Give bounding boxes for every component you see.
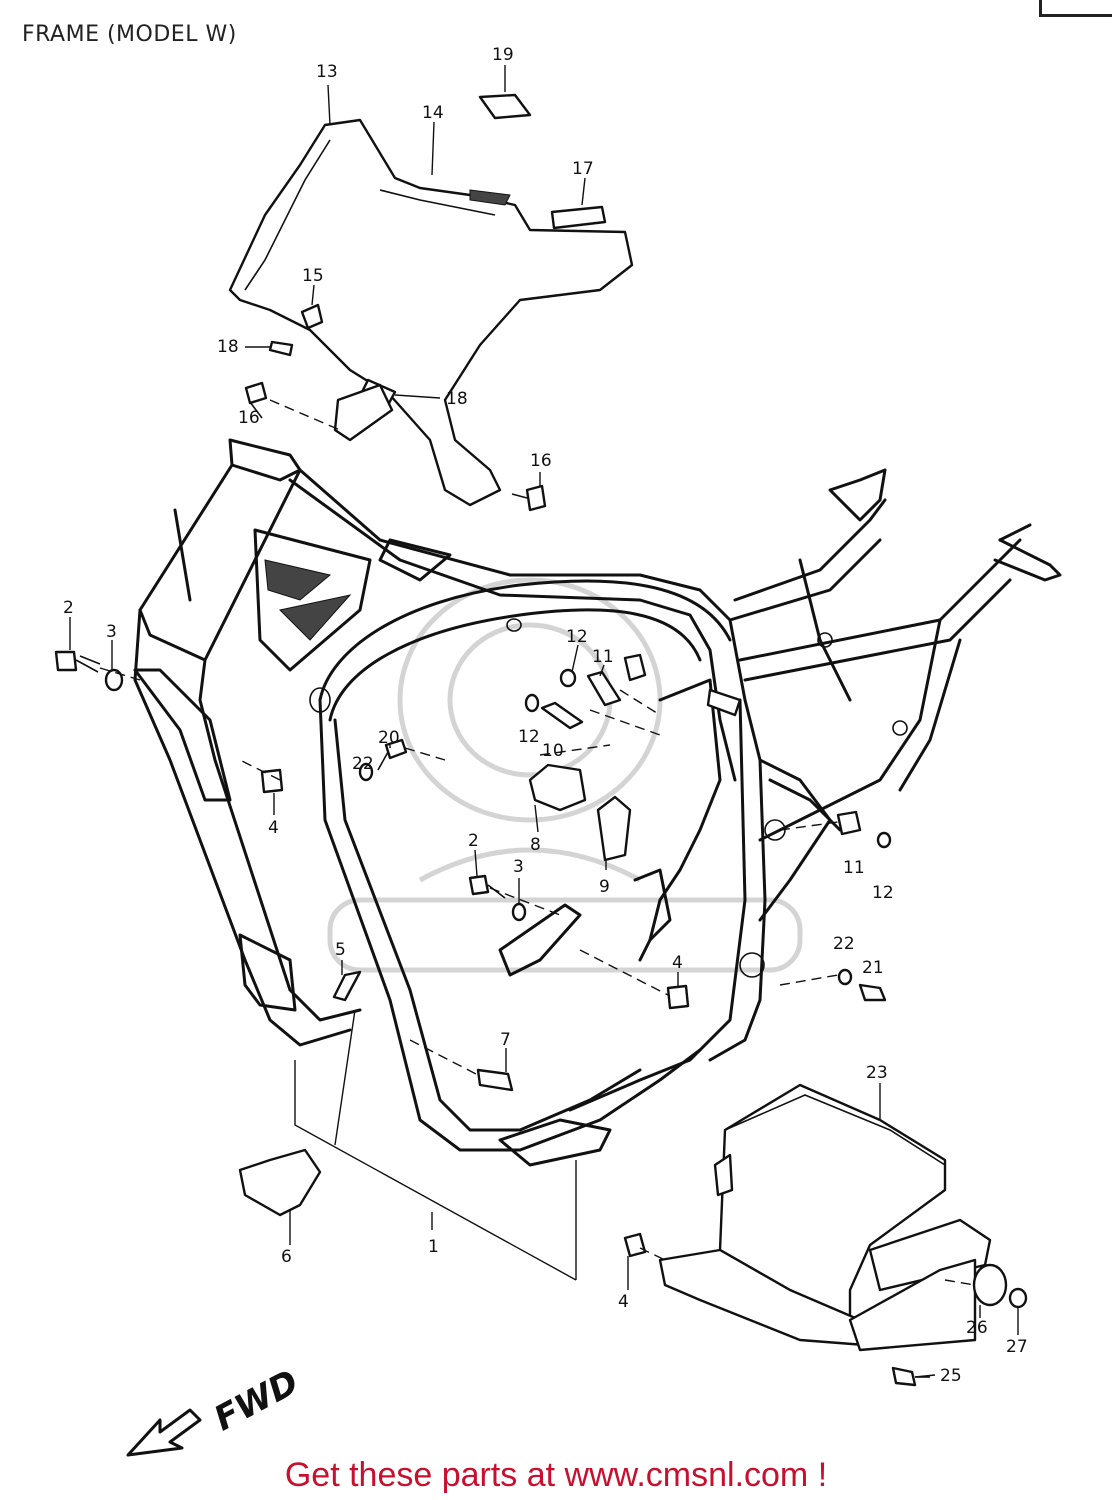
callout-13: 13	[316, 62, 338, 82]
callout-26: 26	[966, 1318, 988, 1338]
callout-11b: 11	[843, 858, 865, 878]
callout-7: 7	[500, 1030, 511, 1050]
callout-20: 20	[378, 728, 400, 748]
callout-16b: 16	[530, 451, 552, 471]
callout-19: 19	[492, 45, 514, 65]
callout-11: 11	[592, 647, 614, 667]
callout-25: 25	[940, 1366, 962, 1386]
callout-12: 12	[566, 627, 588, 647]
callout-14: 14	[422, 103, 444, 123]
part-callouts: 13 19 14 17 15 18 18 16 16 2 3 12 11 12 …	[63, 45, 1028, 1386]
callout-24: 4	[618, 1292, 629, 1312]
emblem-19	[478, 93, 532, 120]
callout-15: 15	[302, 266, 324, 286]
callout-12c: 12	[872, 883, 894, 903]
callout-3b: 3	[513, 857, 524, 877]
callout-5: 5	[335, 940, 346, 960]
callout-18: 18	[217, 337, 239, 357]
leader-lines	[69, 65, 1019, 1378]
callout-10: 10	[542, 741, 564, 761]
arrow-icon: FWD	[126, 1362, 305, 1457]
callout-2b: 2	[468, 831, 479, 851]
callout-6: 6	[281, 1247, 292, 1267]
callout-9: 9	[599, 877, 610, 897]
callout-18b: 18	[446, 389, 468, 409]
side-cover	[228, 118, 634, 507]
assembly-lines	[99, 399, 976, 1286]
callout-8: 8	[530, 835, 541, 855]
main-frame	[133, 438, 1062, 1167]
corner-mark	[1039, 0, 1112, 17]
callout-27: 27	[1006, 1337, 1028, 1357]
battery-box	[623, 1083, 1028, 1387]
callout-16: 16	[238, 408, 260, 428]
small-parts	[54, 303, 892, 1217]
callout-2: 2	[63, 598, 74, 618]
callout-3: 3	[106, 622, 117, 642]
callout-23: 23	[866, 1063, 888, 1083]
callout-22b: 22	[833, 934, 855, 954]
callout-4b: 4	[672, 953, 683, 973]
footer-shop-link[interactable]: Get these parts at www.cmsnl.com !	[284, 1456, 828, 1494]
callout-22: 22	[352, 754, 374, 774]
callout-1: 1	[428, 1237, 439, 1257]
callout-21: 21	[862, 958, 884, 978]
callout-17: 17	[572, 159, 594, 179]
stripe-17	[550, 205, 607, 230]
callout-12b: 12	[518, 727, 540, 747]
fwd-label: FWD	[208, 1362, 305, 1439]
callout-4: 4	[268, 818, 279, 838]
page-title: FRAME (MODEL W)	[22, 22, 237, 47]
